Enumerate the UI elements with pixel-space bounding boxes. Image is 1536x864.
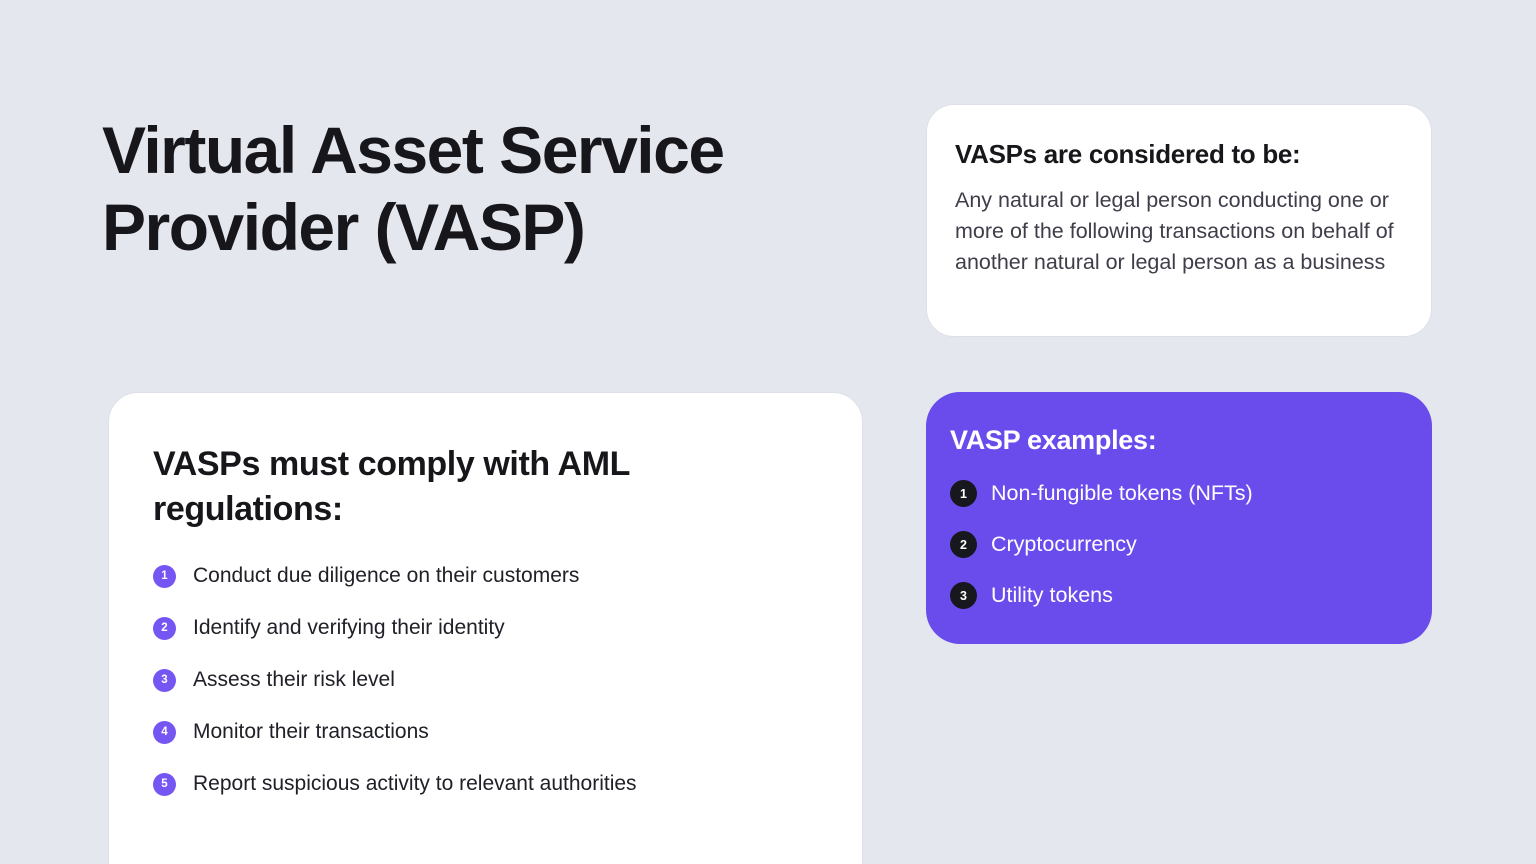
examples-list: 1 Non-fungible tokens (NFTs) 2 Cryptocur… — [950, 480, 1408, 609]
list-item: 2 Identify and verifying their identity — [153, 616, 822, 640]
item-number-badge: 4 — [153, 720, 176, 744]
list-item-label: Cryptocurrency — [991, 532, 1137, 556]
item-number-badge: 2 — [153, 616, 176, 640]
list-item-label: Utility tokens — [991, 583, 1113, 607]
considered-card-heading: VASPs are considered to be: — [955, 139, 1301, 169]
list-item: 1 Conduct due diligence on their custome… — [153, 564, 822, 588]
regulations-heading-line-1: VASPs must comply with AML — [153, 445, 630, 483]
item-number-badge: 3 — [950, 582, 977, 609]
considered-card: VASPs are considered to be: Any natural … — [926, 104, 1432, 337]
regulations-card-heading: VASPs must comply with AML regulations: — [153, 442, 822, 532]
item-number-badge: 3 — [153, 668, 176, 692]
list-item-label: Identify and verifying their identity — [193, 616, 505, 639]
list-item: 1 Non-fungible tokens (NFTs) — [950, 480, 1408, 507]
page-title: Virtual Asset Service Provider (VASP) — [102, 112, 725, 266]
page-title-line-2: Provider (VASP) — [102, 190, 586, 264]
item-number-badge: 2 — [950, 531, 977, 558]
page-title-line-1: Virtual Asset Service — [102, 113, 725, 187]
examples-card-heading: VASP examples: — [950, 425, 1157, 455]
regulations-card: VASPs must comply with AML regulations: … — [108, 392, 863, 864]
list-item: 3 Utility tokens — [950, 582, 1408, 609]
regulations-heading-line-2: regulations: — [153, 490, 343, 528]
list-item-label: Report suspicious activity to relevant a… — [193, 772, 637, 795]
considered-card-body: Any natural or legal person conducting o… — [955, 188, 1394, 274]
regulations-list: 1 Conduct due diligence on their custome… — [153, 564, 822, 796]
list-item-label: Conduct due diligence on their customers — [193, 564, 580, 587]
list-item: 5 Report suspicious activity to relevant… — [153, 772, 822, 796]
item-number-badge: 1 — [153, 564, 176, 588]
list-item: 4 Monitor their transactions — [153, 720, 822, 744]
list-item-label: Non-fungible tokens (NFTs) — [991, 481, 1253, 505]
item-number-badge: 1 — [950, 480, 977, 507]
list-item: 2 Cryptocurrency — [950, 531, 1408, 558]
list-item: 3 Assess their risk level — [153, 668, 822, 692]
list-item-label: Monitor their transactions — [193, 720, 429, 743]
examples-card: VASP examples: 1 Non-fungible tokens (NF… — [926, 392, 1432, 644]
list-item-label: Assess their risk level — [193, 668, 395, 691]
item-number-badge: 5 — [153, 772, 176, 796]
